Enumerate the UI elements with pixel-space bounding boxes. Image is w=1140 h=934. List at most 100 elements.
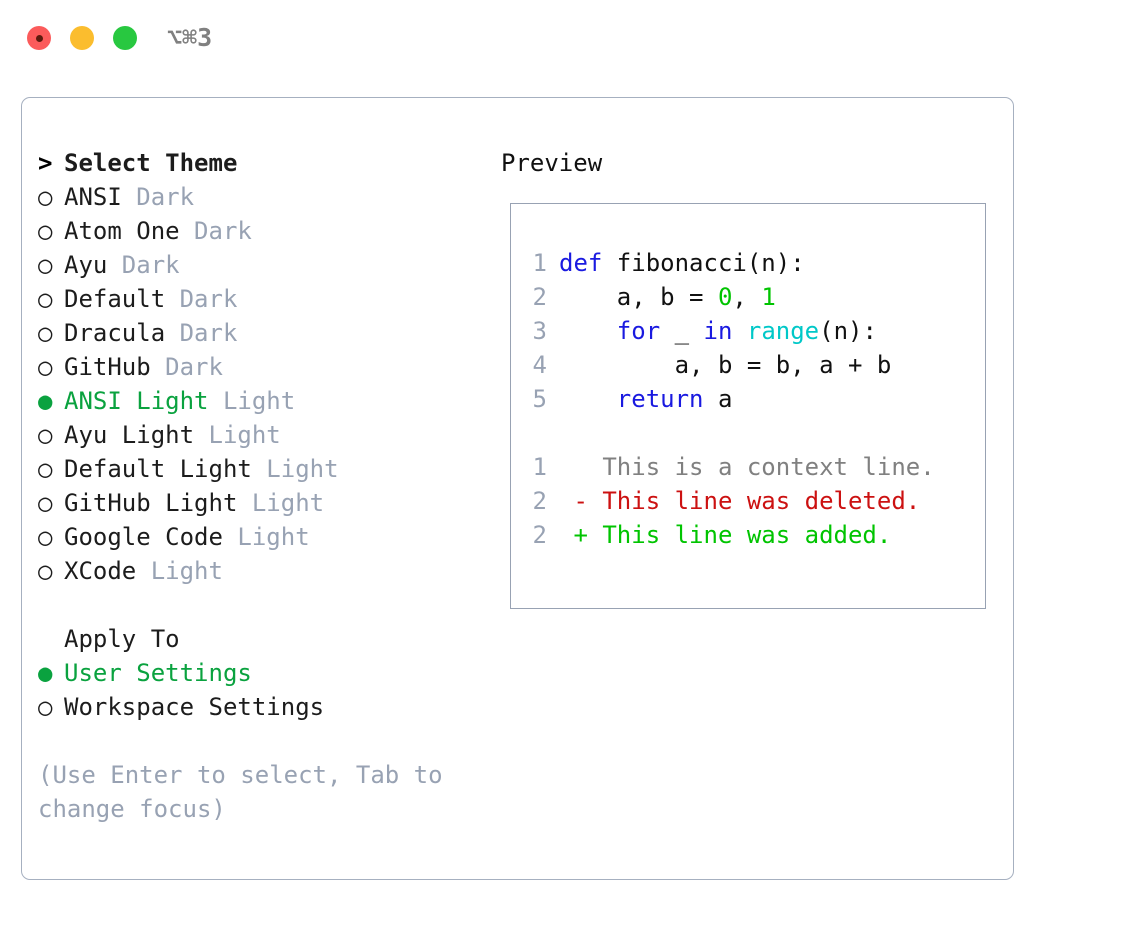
radio-unselected-icon: ○ <box>38 319 53 347</box>
radio-unselected-icon: ○ <box>38 183 53 211</box>
theme-list[interactable]: >Select Theme○ANSI Dark○Atom One Dark○Ay… <box>38 146 488 588</box>
theme-option-label: ANSI Light <box>64 387 223 415</box>
window-title-bar: ⌥⌘3 <box>0 0 1140 78</box>
code-token: range <box>746 317 820 345</box>
radio-unselected-icon: ○ <box>38 285 53 313</box>
theme-option-variant: Light <box>251 489 325 517</box>
theme-option-variant: Dark <box>165 353 223 381</box>
apply-to-option-label: Workspace Settings <box>64 693 325 721</box>
diff-line-ctx: 1 This is a context line. <box>521 450 935 484</box>
code-token: 1 <box>761 283 776 311</box>
theme-option-label: Atom One <box>64 217 195 245</box>
code-token: in <box>703 317 733 345</box>
theme-option-variant: Dark <box>194 217 252 245</box>
code-token: for <box>616 317 661 345</box>
theme-option-variant: Dark <box>179 319 238 347</box>
theme-option-label: Ayu Light <box>64 421 209 449</box>
code-token: a <box>703 385 733 413</box>
code-token: def <box>559 249 603 277</box>
line-number: 2 <box>532 521 547 549</box>
code-token <box>559 317 617 345</box>
code-line: 5 return a <box>521 382 935 416</box>
apply-to-option-workspace-settings[interactable]: ○ Workspace Settings <box>38 690 488 724</box>
theme-option-label: ANSI <box>64 183 137 211</box>
radio-unselected-icon: ○ <box>38 251 53 279</box>
line-number: 3 <box>532 317 547 345</box>
theme-option-label: Default Light <box>64 455 267 483</box>
close-window-button[interactable] <box>27 26 51 50</box>
theme-picker-column: >Select Theme○ANSI Dark○Atom One Dark○Ay… <box>38 146 488 826</box>
theme-option-variant: Light <box>237 523 310 551</box>
theme-picker-header: >Select Theme <box>38 146 488 180</box>
close-dot-icon <box>35 34 43 42</box>
code-token: 0 <box>717 283 733 311</box>
code-line: 2 a, b = 0, 1 <box>521 280 935 314</box>
theme-option-variant: Dark <box>121 251 180 279</box>
code-token: _ <box>660 317 704 345</box>
radio-selected-icon: ● <box>38 659 53 687</box>
theme-option-label: Google Code <box>64 523 238 551</box>
radio-unselected-icon: ○ <box>38 455 53 483</box>
keyboard-shortcut-label: ⌥⌘3 <box>167 23 213 52</box>
theme-option-ansi-light[interactable]: ●ANSI Light Light <box>38 384 488 418</box>
radio-unselected-icon: ○ <box>38 217 53 245</box>
code-token: fibonacci(n): <box>602 249 805 277</box>
code-token: a, b = b, a + b <box>559 351 892 379</box>
list-spacer <box>38 588 488 622</box>
line-number: 5 <box>532 385 547 413</box>
line-number: 1 <box>532 453 547 481</box>
theme-option-variant: Light <box>208 421 281 449</box>
theme-option-label: Ayu <box>64 251 122 279</box>
theme-option-google-code[interactable]: ○ Google Code Light <box>38 520 488 554</box>
theme-option-label: GitHub Light <box>64 489 252 517</box>
code-token: a, b = <box>559 283 718 311</box>
theme-option-github-light[interactable]: ○ GitHub Light Light <box>38 486 488 520</box>
diff-line-text: + This line was added. <box>559 521 892 549</box>
main-panel: >Select Theme○ANSI Dark○Atom One Dark○Ay… <box>21 97 1014 880</box>
radio-unselected-icon: ○ <box>38 523 53 551</box>
theme-option-xcode[interactable]: ○XCode Light <box>38 554 488 588</box>
code-line: 3 for _ in range(n): <box>521 314 935 348</box>
apply-to-option-label: User Settings <box>64 659 252 687</box>
theme-option-github[interactable]: ○GitHub Dark <box>38 350 488 384</box>
code-token <box>559 385 617 413</box>
radio-selected-icon: ● <box>38 387 53 415</box>
diff-line-add: 2 + This line was added. <box>521 518 935 552</box>
theme-option-label: Default <box>64 285 180 313</box>
theme-option-variant: Light <box>266 455 339 483</box>
theme-option-ayu[interactable]: ○ Ayu Dark <box>38 248 488 282</box>
traffic-lights <box>27 26 137 50</box>
apply-to-list[interactable]: ● User Settings ○ Workspace Settings <box>38 656 488 724</box>
line-number: 2 <box>532 487 547 515</box>
maximize-window-button[interactable] <box>113 26 137 50</box>
theme-option-default[interactable]: ○ Default Dark <box>38 282 488 316</box>
code-line: 1 def fibonacci(n): <box>521 246 935 280</box>
code-token: , <box>732 283 762 311</box>
theme-option-dracula[interactable]: ○Dracula Dark <box>38 316 488 350</box>
theme-option-default-light[interactable]: ○ Default Light Light <box>38 452 488 486</box>
radio-unselected-icon: ○ <box>38 489 53 517</box>
code-line: 4 a, b = b, a + b <box>521 348 935 382</box>
theme-option-ayu-light[interactable]: ○Ayu Light Light <box>38 418 488 452</box>
preview-title: Preview <box>501 149 603 177</box>
theme-option-variant: Light <box>150 557 223 585</box>
minimize-window-button[interactable] <box>70 26 94 50</box>
theme-option-label: GitHub <box>64 353 166 381</box>
prompt-caret-icon: > <box>38 149 53 177</box>
radio-unselected-icon: ○ <box>38 693 53 721</box>
code-token <box>732 317 746 345</box>
keyboard-hint-text: (Use Enter to select, Tab to change focu… <box>38 761 443 823</box>
theme-option-ansi[interactable]: ○ANSI Dark <box>38 180 488 214</box>
code-diff-gap <box>521 416 935 450</box>
apply-to-option-user-settings[interactable]: ● User Settings <box>38 656 488 690</box>
line-number: 2 <box>532 283 547 311</box>
code-token: (n): <box>819 317 877 345</box>
line-number: 1 <box>532 249 547 277</box>
theme-option-label: XCode <box>64 557 151 585</box>
theme-option-variant: Dark <box>179 285 238 313</box>
apply-to-title: Apply To <box>64 625 180 653</box>
theme-option-atom-one[interactable]: ○ Atom One Dark <box>38 214 488 248</box>
